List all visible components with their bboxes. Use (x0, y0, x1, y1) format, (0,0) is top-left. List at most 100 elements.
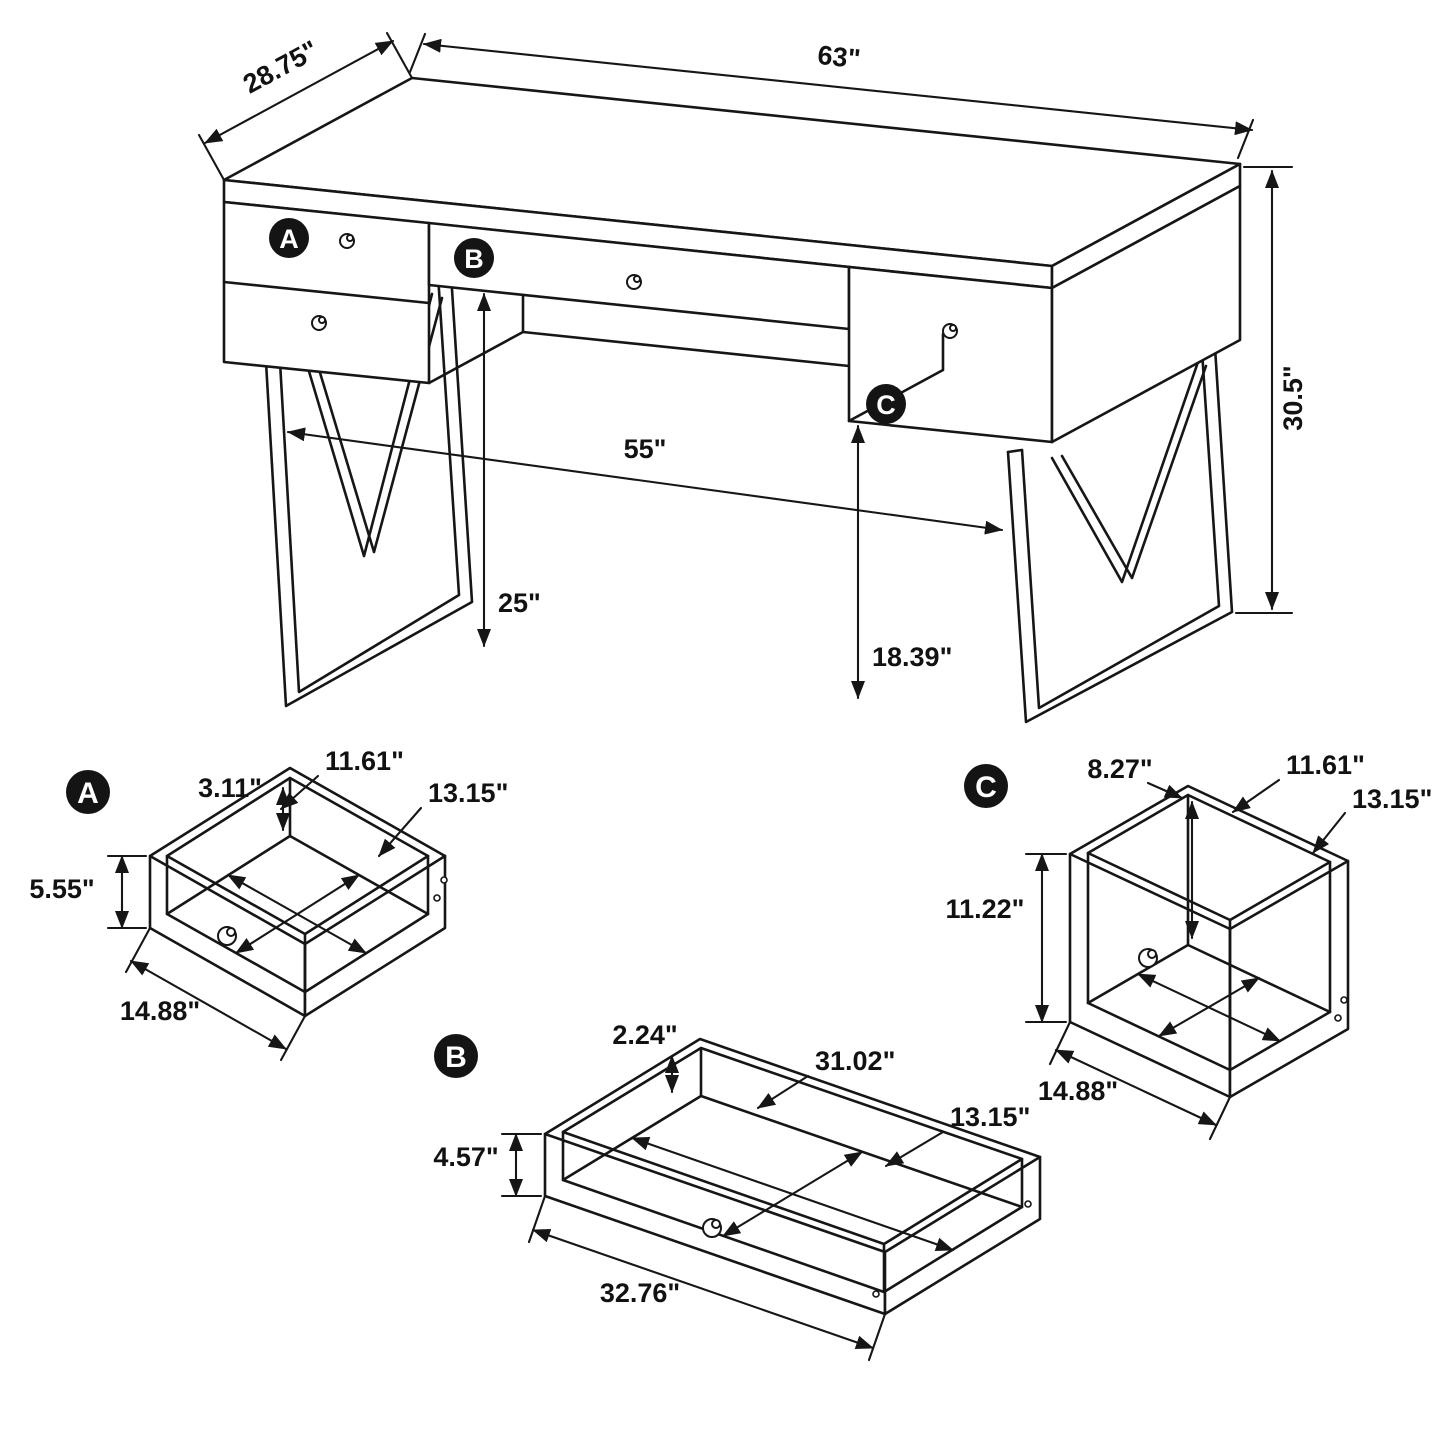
right-leg-v-strut (1050, 360, 1208, 584)
drawer-b-detail-knob (702, 1218, 722, 1238)
dim-c-width: 14.88" (1038, 1020, 1232, 1141)
dim-knee-clearance: 25" (477, 292, 541, 648)
leg-span-label: 55" (624, 434, 667, 464)
detail-badge-c-letter: C (975, 771, 997, 804)
dim-a-width: 14.88" (120, 926, 307, 1062)
drawer-c-knob (942, 323, 958, 339)
left-pedestal-drawer-divider (222, 280, 431, 305)
extension-ticks (527, 1194, 887, 1362)
desk-badge-c: C (866, 384, 906, 424)
dim-a-inner-depth: 13.15" (234, 778, 508, 955)
drawer-a-inner-depth-label: 13.15" (428, 778, 508, 808)
drawer-b-inner-corners (561, 1046, 1024, 1294)
leader-line (377, 806, 423, 858)
desk-badge-a: A (269, 218, 309, 258)
desk-depth-label: 28.75" (238, 35, 323, 100)
dim-right-clearance: 18.39" (851, 424, 952, 700)
knob-icon (711, 1219, 721, 1229)
leader-line (1231, 778, 1281, 814)
screw-dot (872, 1290, 880, 1298)
drawer-b-width-label: 32.76" (600, 1278, 680, 1308)
right-clearance-label: 18.39" (872, 642, 952, 672)
dim-c-inner-height: 8.27" (1087, 754, 1199, 940)
right-leg-outer-frame (1006, 330, 1234, 724)
drawer-b-inner-height-label: 2.24" (612, 1020, 677, 1050)
detail-badge-b: B (434, 1034, 478, 1078)
dimension-arrow (286, 427, 1004, 535)
drawer-b-top-edges (543, 1037, 1042, 1159)
dim-b-width: 32.76" (527, 1194, 887, 1362)
leader-line (884, 1130, 945, 1168)
drawer-b-knob (626, 274, 642, 290)
drawer-b-height-label: 4.57" (433, 1142, 498, 1172)
lower-drawer-knob (311, 315, 327, 331)
dim-leg-span: 55" (286, 427, 1004, 535)
extension-ticks (1048, 1020, 1232, 1141)
drawer-c-detail-knob (1138, 948, 1158, 968)
drawer-b-inner-width-label: 31.02" (815, 1046, 895, 1076)
dimension-arrow (531, 1228, 875, 1350)
dim-a-height: 5.55" (29, 854, 148, 930)
badge-circle (434, 1034, 478, 1078)
detail-badge-a-letter: A (77, 777, 99, 810)
badge-circle (66, 770, 110, 814)
extension-ticks (124, 926, 307, 1062)
drawer-c-width-label: 14.88" (1038, 1076, 1118, 1106)
screw-dot (440, 876, 448, 884)
leader-line (1146, 781, 1184, 800)
knee-clearance-label: 25" (498, 588, 541, 618)
drawer-a-inner-width-label: 11.61" (325, 746, 404, 776)
drawer-c-top-edges (1068, 784, 1350, 863)
leader-line (756, 1074, 810, 1110)
detail-badge-a: A (66, 770, 110, 814)
detail-badge-c: C (964, 764, 1008, 808)
dim-a-inner-height: 3.11" (198, 773, 290, 832)
extension-ticks (1024, 852, 1068, 1024)
drawer-b-detail: B 2.24" 31.02" 13.15" 4.57" (433, 1020, 1042, 1362)
drawer-b-side-face (883, 1155, 1042, 1316)
badge-circle (454, 238, 494, 278)
dimension-arrow (1054, 1048, 1218, 1127)
dimension-arrow (234, 873, 361, 955)
extension-ticks (500, 1132, 543, 1198)
detail-badge-b-letter: B (445, 1041, 467, 1074)
badge-circle (964, 764, 1008, 808)
badge-circle (269, 218, 309, 258)
desk-badge-b-letter: B (464, 244, 484, 274)
dim-b-inner-height: 2.24" (612, 1020, 679, 1094)
desk-isometric-view: A B C 63" 28.75" 30.5" 55" (197, 31, 1308, 724)
drawer-a-inner-height-label: 3.11" (198, 773, 262, 803)
screw-dot (1334, 1014, 1342, 1022)
screw-dot (1024, 1200, 1032, 1208)
dim-c-height: 11.22" (946, 852, 1068, 1024)
dim-c-inner-depth: 13.15" (1157, 784, 1432, 1038)
drawer-c-inner-height-label: 8.27" (1087, 754, 1152, 784)
knob-icon (226, 927, 236, 937)
desk-right-side-panel (1050, 184, 1242, 444)
dim-b-inner-width: 31.02" (630, 1046, 955, 1252)
extension-ticks (197, 31, 414, 182)
drawer-a-top-edges (148, 766, 447, 858)
knob-icon (949, 324, 957, 332)
desk-badge-c-letter: C (876, 390, 896, 420)
dimension-arrow (1157, 976, 1261, 1038)
extension-ticks (1234, 165, 1294, 615)
drawer-a-height-label: 5.55" (29, 874, 94, 904)
drawer-a-detail: A 11.61" 13.15" 3.11" 5.55" (29, 746, 508, 1062)
drawer-c-detail: C 8.27" 11.61" 13.15" 11.22" (946, 750, 1432, 1141)
extension-ticks (106, 854, 148, 930)
knob-icon (1147, 949, 1157, 959)
dim-b-inner-depth: 13.15" (721, 1102, 1030, 1238)
screw-dot (433, 894, 441, 902)
drawer-a-knob (339, 233, 355, 249)
knob-icon (318, 316, 326, 324)
desk-height-label: 30.5" (1278, 365, 1308, 430)
dimension-arrow (129, 959, 288, 1051)
dimension-arrow (203, 39, 395, 145)
knob-icon (346, 234, 354, 242)
drawer-c-height-label: 11.22" (946, 894, 1025, 924)
dim-b-height: 4.57" (433, 1132, 543, 1198)
knob-icon (633, 275, 641, 283)
